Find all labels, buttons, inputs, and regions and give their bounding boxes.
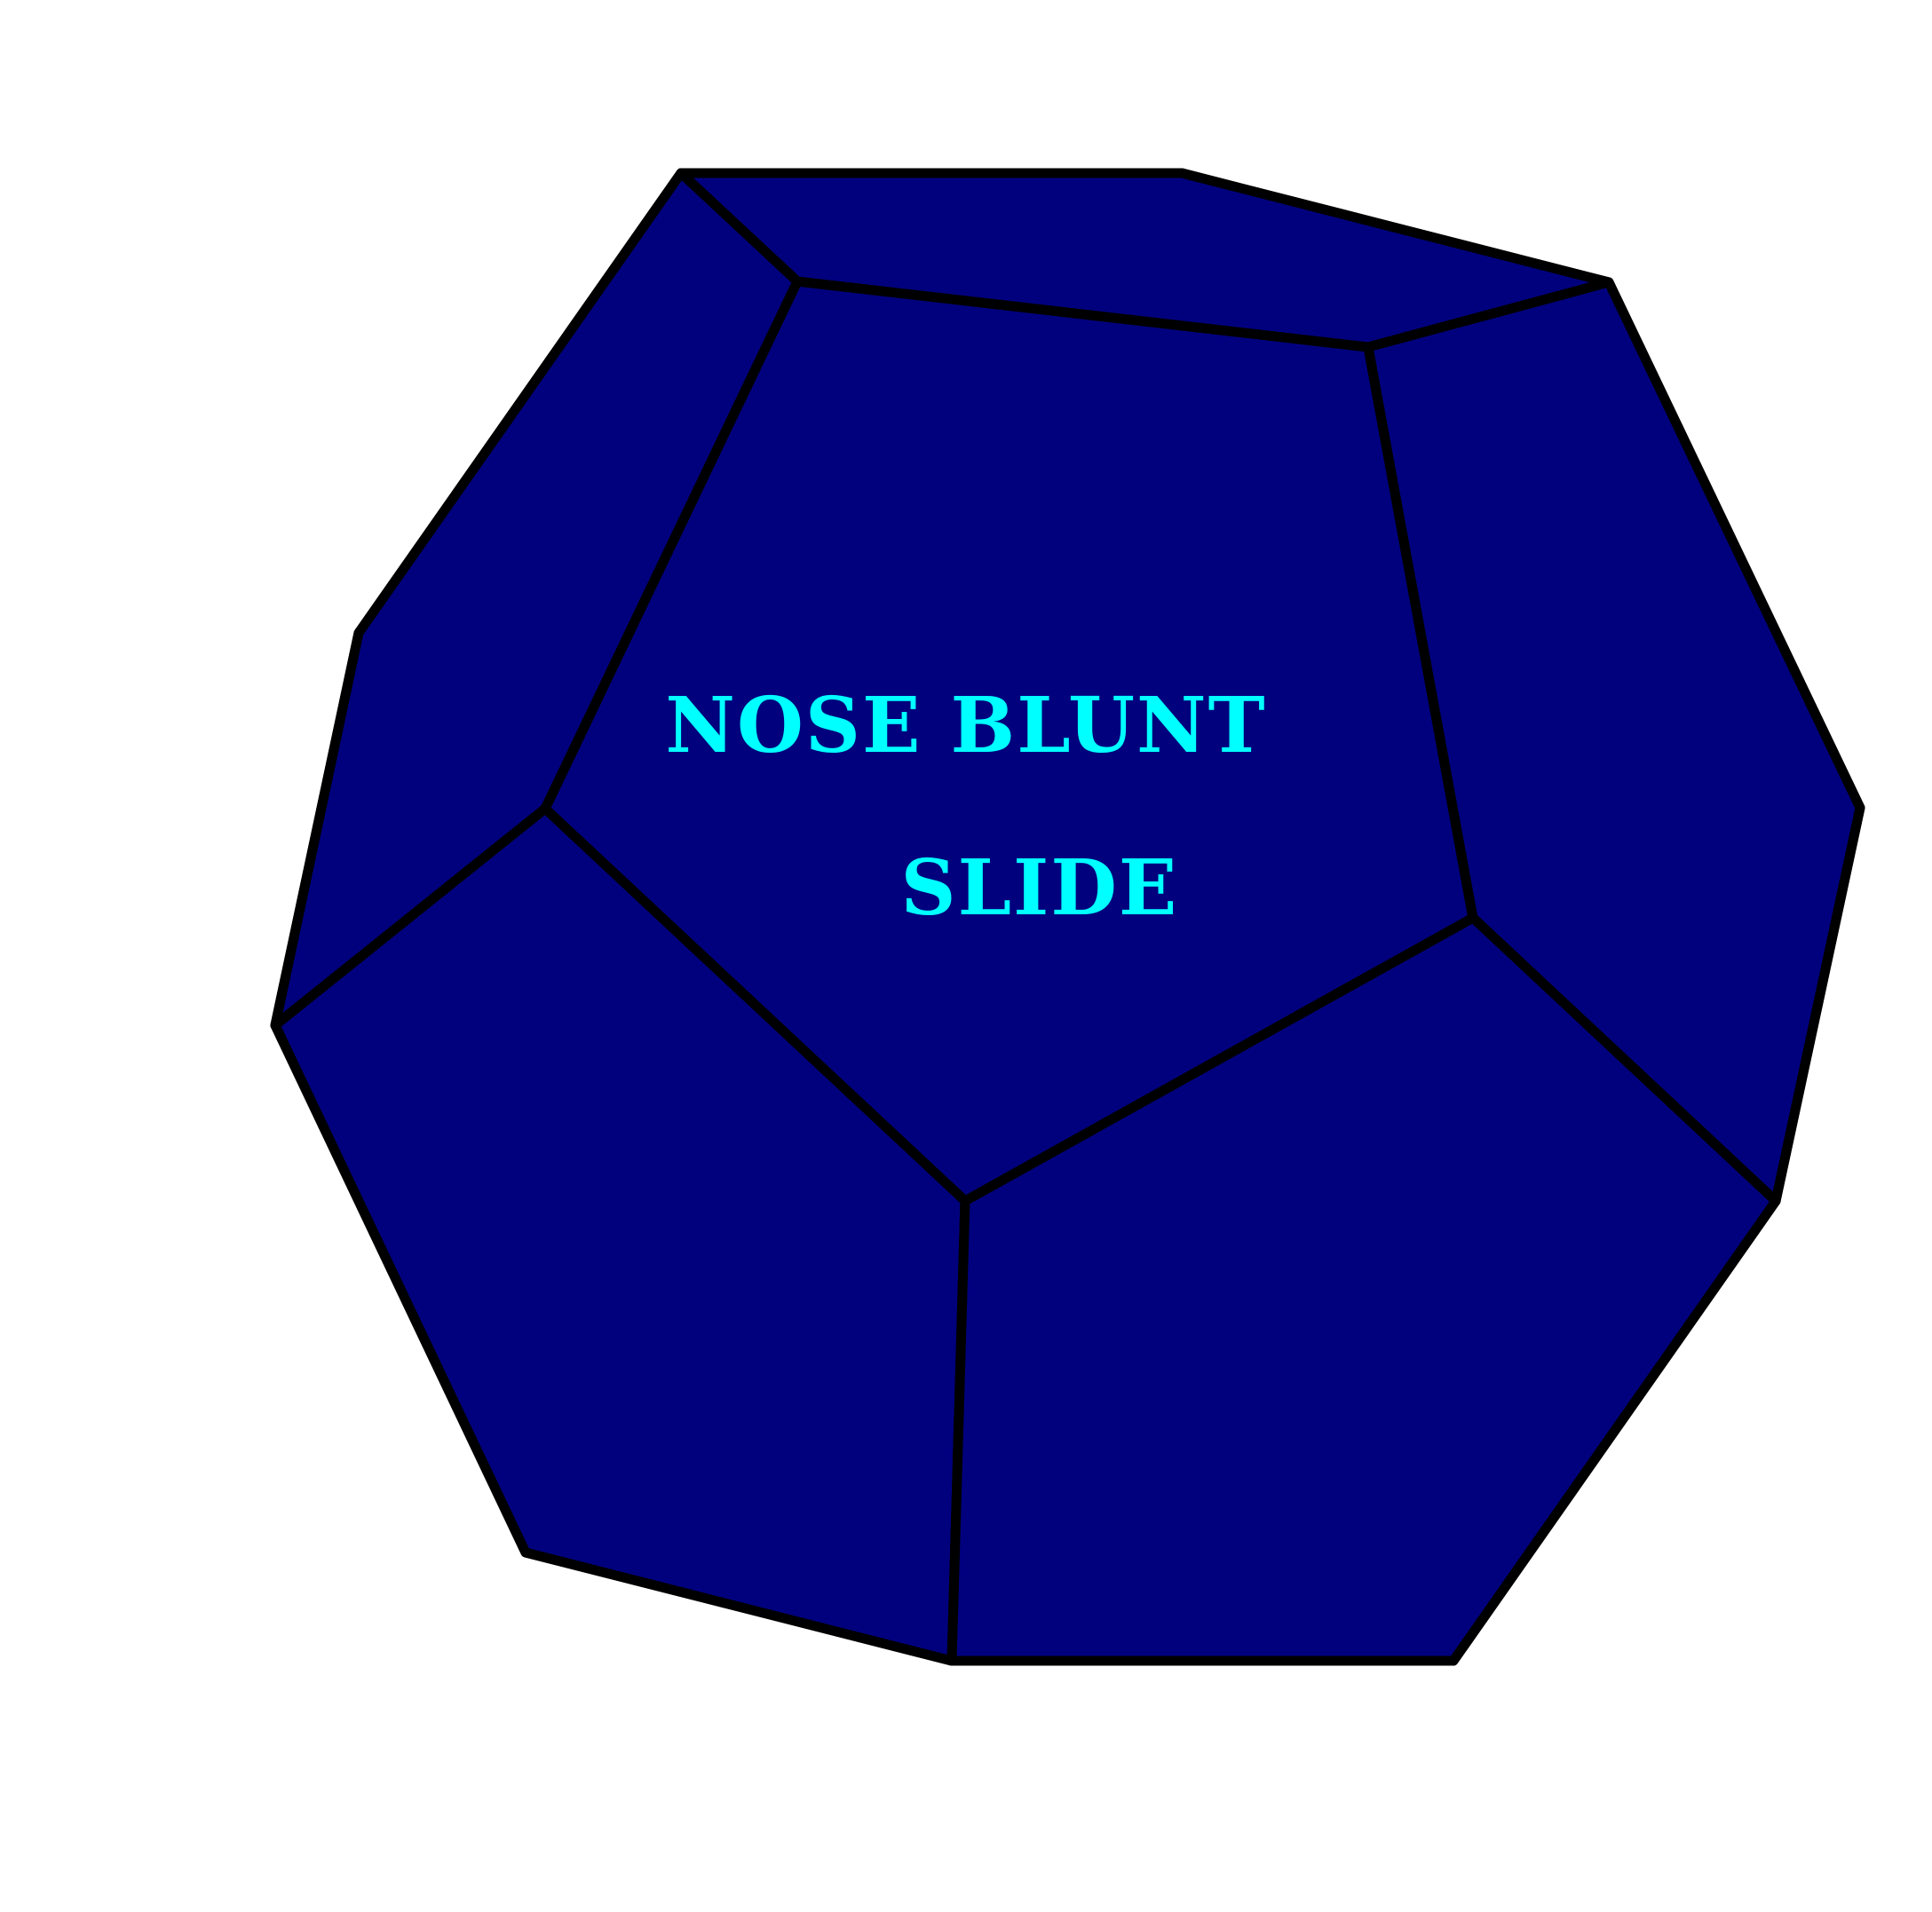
face-lower-right (946, 913, 1781, 1666)
label-line-2: SLIDE (901, 843, 1179, 933)
label-line-1: NOSE BLUNT (665, 681, 1266, 770)
